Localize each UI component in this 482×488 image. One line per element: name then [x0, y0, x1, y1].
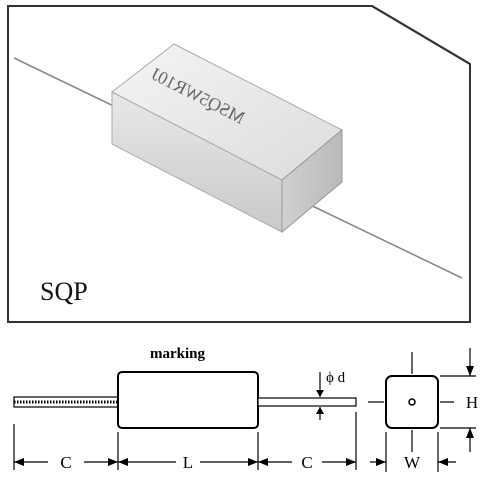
- dimension-l-label: L: [183, 453, 193, 472]
- right-lead: [257, 397, 357, 407]
- resistor-body-outline: [117, 371, 259, 429]
- dimension-c-left: [14, 458, 118, 466]
- dimension-w-label: W: [404, 453, 421, 472]
- ceramic-resistor-body: [111, 43, 343, 234]
- dimension-c-left-label: C: [60, 453, 71, 472]
- lead-diameter-marker: [316, 372, 324, 420]
- marking-label: marking: [150, 346, 206, 362]
- dimension-l: [118, 458, 258, 466]
- resistor-lead-left: [13, 57, 127, 113]
- product-photo-panel: MSQ5WR10J SQP: [7, 5, 471, 323]
- dimension-drawing: marking ϕ d C L: [13, 346, 478, 472]
- photo-corner-line: [371, 5, 471, 65]
- dimension-h-label: H: [466, 393, 478, 412]
- left-lead: [13, 396, 119, 408]
- resistor-lead-right: [299, 199, 463, 279]
- photo-caption: SQP: [40, 277, 88, 306]
- lead-diameter-label: ϕ d: [326, 370, 346, 386]
- dimension-c-right-label: C: [301, 453, 312, 472]
- dimension-c-right: [258, 458, 356, 466]
- end-view-centerlines: [368, 352, 454, 452]
- end-view-lead-dot: [408, 398, 416, 406]
